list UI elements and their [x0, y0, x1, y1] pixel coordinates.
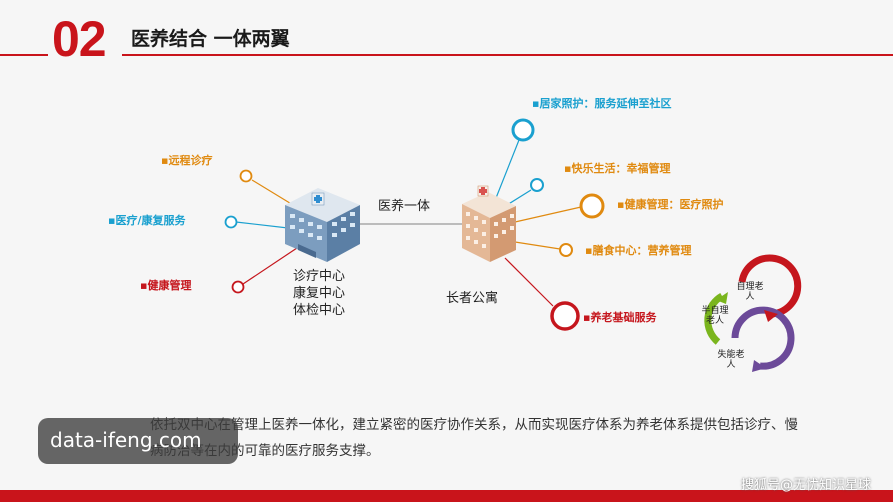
connector-line: [235, 221, 289, 229]
integration-label: 医养一体: [378, 199, 431, 214]
cycle-label-semi-self-care: 半自理老人: [701, 306, 729, 326]
footer-bar: [0, 490, 893, 502]
ring-marker: [530, 178, 544, 192]
description-text: 依托双中心在管理上医养一体化，建立紧密的医疗协作关系，从而实现医疗体系为养老体系…: [150, 417, 798, 459]
hospital-line: 康复中心: [292, 286, 345, 301]
source-credit: 搜狐号@无忧知识星球: [740, 478, 871, 493]
connector-line: [514, 241, 561, 250]
connector-line: [495, 139, 520, 199]
right-item-home-care: ▪居家照护：服务延伸至社区: [532, 97, 672, 110]
hospital-line: 体检中心: [292, 303, 345, 318]
left-item-medical-rehab: ▪医疗/康复服务: [108, 214, 186, 227]
right-item-health-care: ▪健康管理：医疗照护: [617, 198, 724, 211]
ring-marker: [579, 193, 605, 219]
header-divider: [0, 54, 893, 56]
hospital-building-icon: [285, 188, 360, 262]
watermark-text: data-ifeng.com: [50, 428, 202, 452]
left-item-remote-diagnosis: ▪远程诊疗: [161, 154, 213, 167]
ring-marker: [239, 169, 253, 183]
apartment-label: 长者公寓: [446, 291, 499, 306]
right-item-basic-service: ▪养老基础服务: [583, 311, 657, 324]
right-item-happy-life: ▪快乐生活：幸福管理: [564, 162, 671, 175]
right-item-dining: ▪膳食中心：营养管理: [585, 244, 692, 257]
ring-marker: [224, 215, 238, 229]
watermark-background: [38, 418, 238, 464]
arrow-head: [752, 360, 766, 372]
connector-line: [242, 245, 301, 285]
section-number: 02: [52, 11, 107, 67]
cycle-label-self-care: 自理老人: [736, 282, 764, 302]
arrow-head: [716, 292, 728, 304]
ring-marker: [511, 118, 535, 142]
hospital-line: 诊疗中心: [292, 269, 345, 284]
connector-line: [504, 257, 554, 307]
arrow-head: [764, 310, 778, 322]
ring-marker: [550, 301, 580, 331]
hospital-label: 诊疗中心 康复中心 体检中心: [280, 268, 358, 319]
cycle-label-disabled: 失能老人: [717, 350, 745, 370]
connector-line: [506, 189, 532, 206]
connector-line: [514, 206, 582, 223]
ring-marker: [231, 280, 245, 294]
apartment-building-icon: [462, 185, 516, 262]
left-item-health-management: ▪健康管理: [140, 279, 192, 292]
ring-marker: [559, 243, 573, 257]
section-title: 医养结合 一体两翼: [131, 28, 290, 50]
